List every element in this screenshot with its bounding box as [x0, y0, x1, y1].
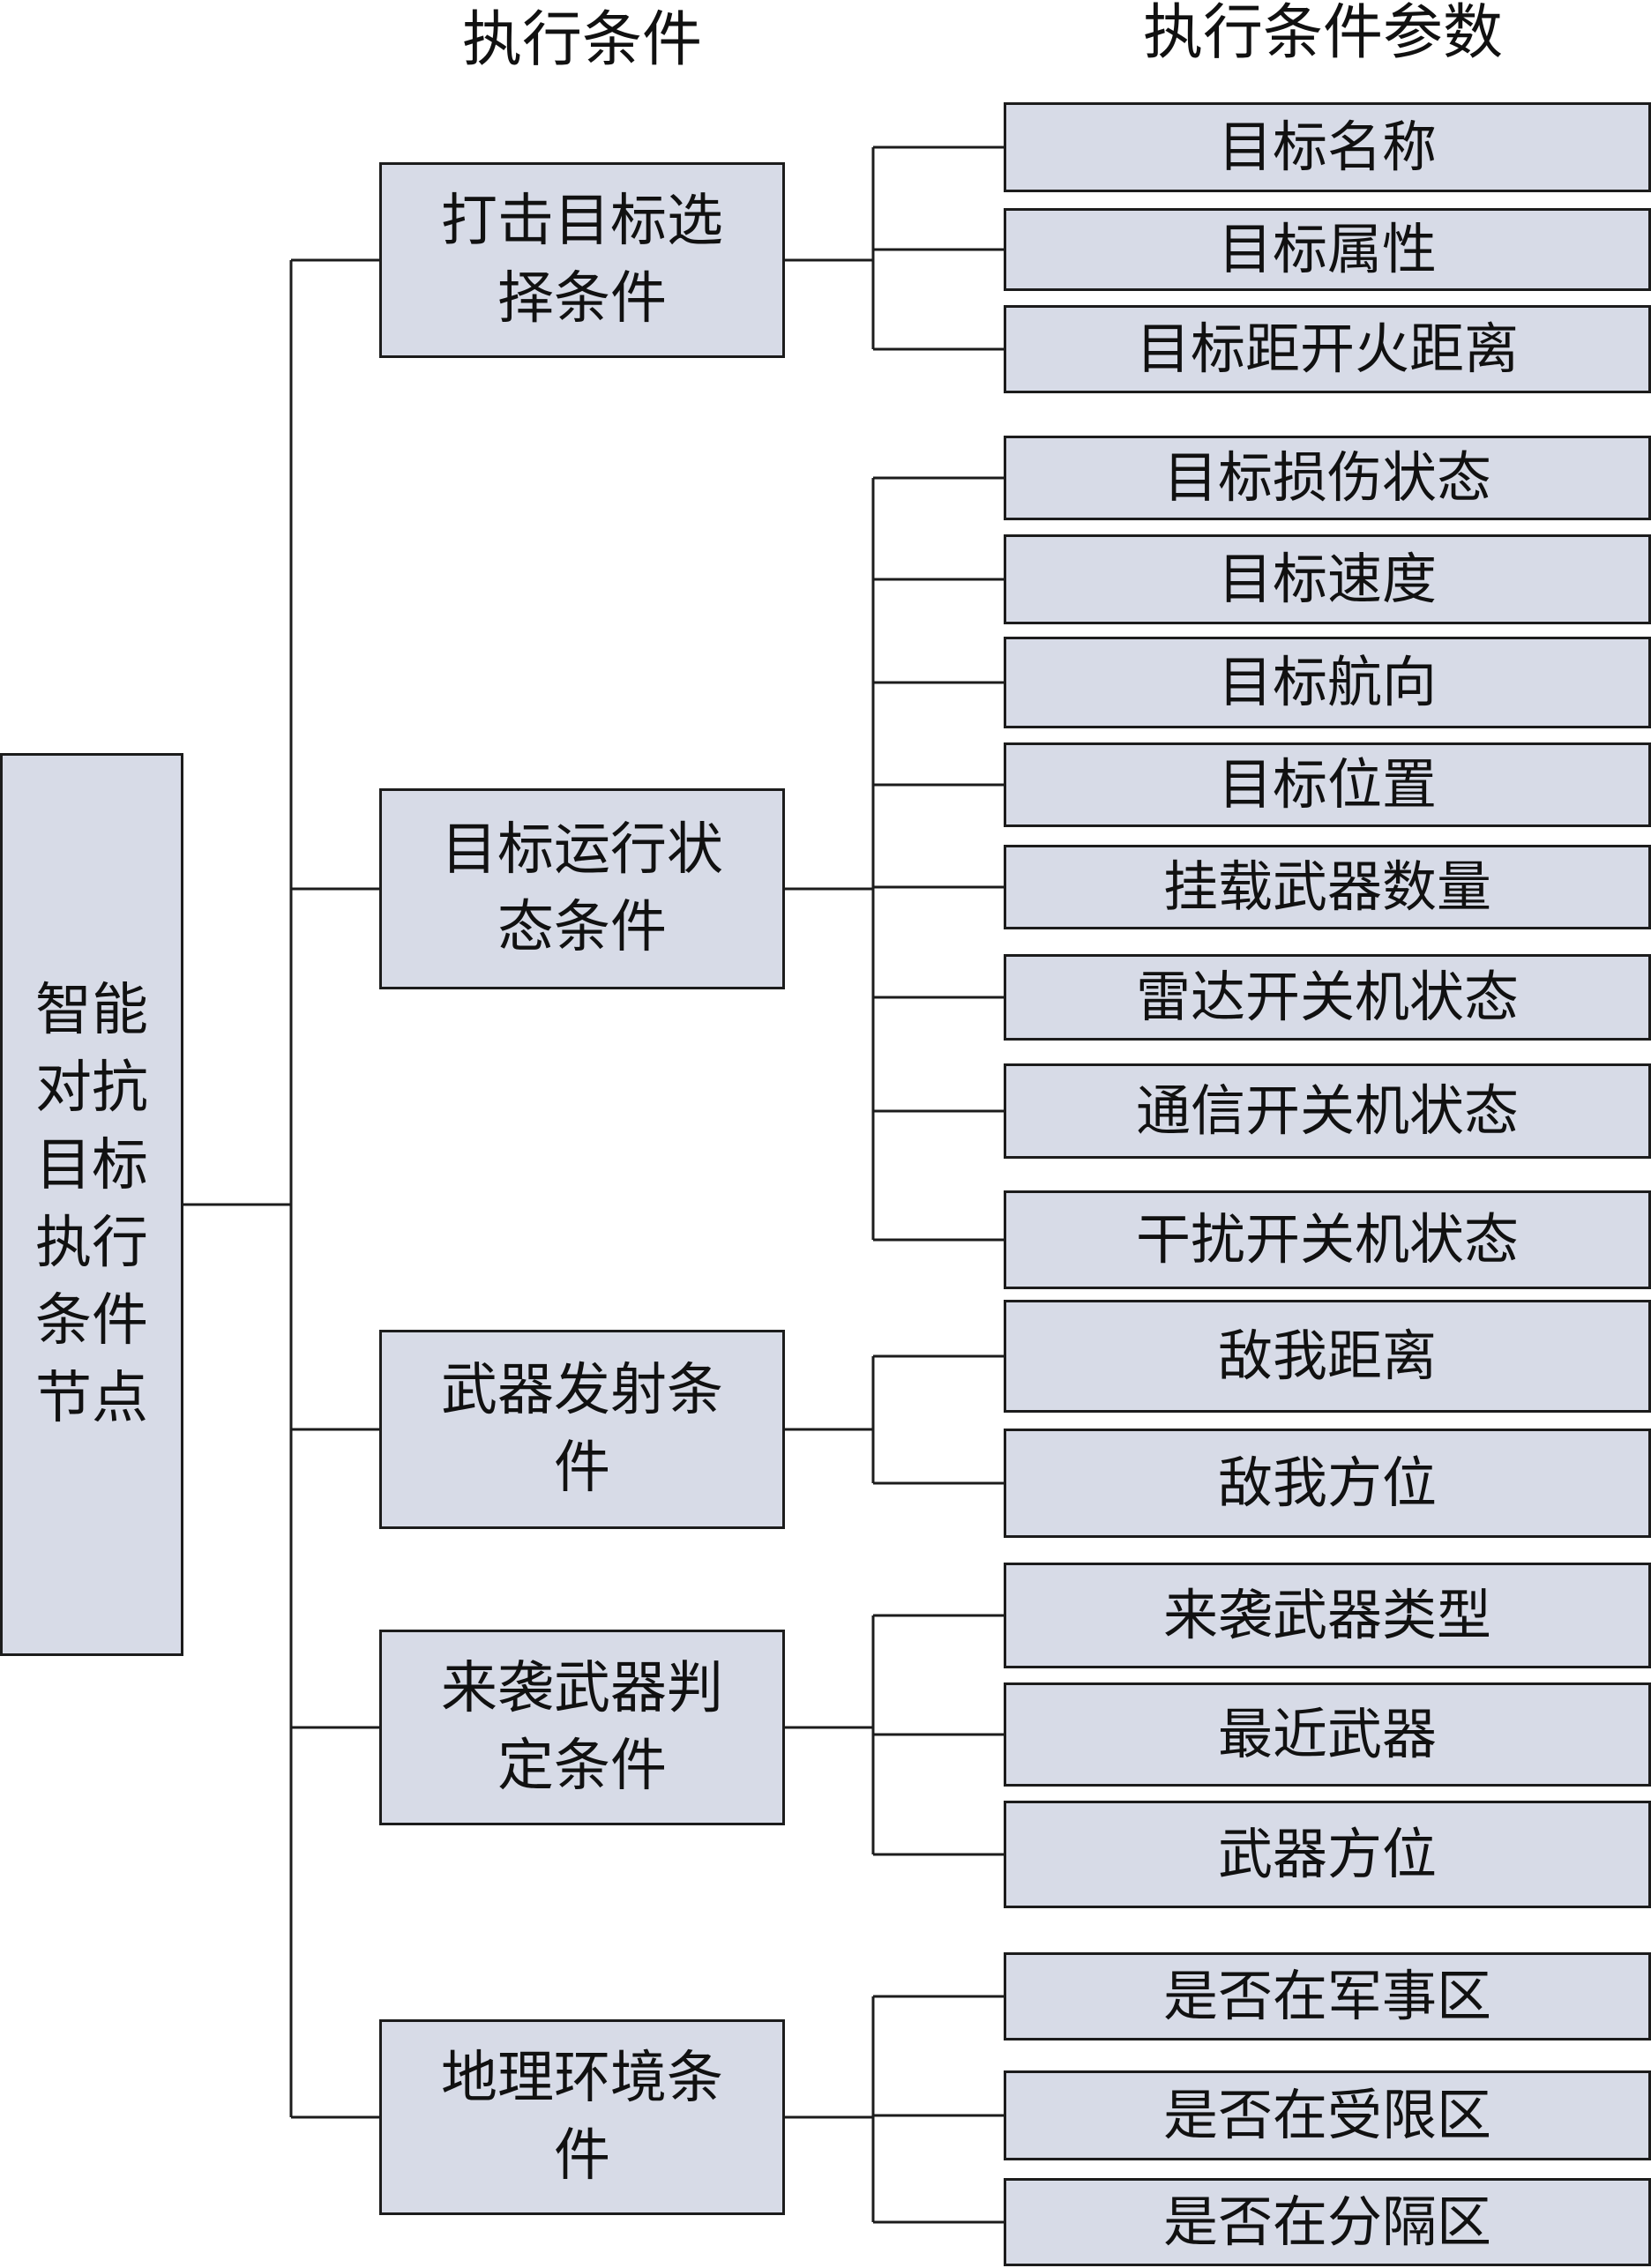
param-node: 目标属性	[1004, 208, 1651, 291]
header-parameters: 执行条件参数	[1142, 0, 1504, 68]
condition-node-2: 武器发射条件	[379, 1330, 785, 1529]
param-node: 雷达开关机状态	[1004, 954, 1651, 1041]
param-node: 是否在军事区	[1004, 1952, 1651, 2040]
param-node: 敌我距离	[1004, 1300, 1651, 1413]
param-node: 来袭武器类型	[1004, 1563, 1651, 1668]
param-node: 干扰开关机状态	[1004, 1190, 1651, 1289]
param-node: 目标损伤状态	[1004, 436, 1651, 520]
condition-node-4: 地理环境条件	[379, 2019, 785, 2215]
header-conditions: 执行条件	[461, 5, 703, 75]
param-node: 挂载武器数量	[1004, 845, 1651, 929]
param-node: 是否在分隔区	[1004, 2178, 1651, 2266]
param-node: 目标距开火距离	[1004, 305, 1651, 393]
param-node: 武器方位	[1004, 1801, 1651, 1908]
param-node: 目标位置	[1004, 742, 1651, 827]
param-node: 目标名称	[1004, 102, 1651, 192]
condition-node-3: 来袭武器判定条件	[379, 1630, 785, 1825]
param-node: 目标速度	[1004, 534, 1651, 624]
condition-node-0: 打击目标选择条件	[379, 162, 785, 358]
root-node: 智能对抗目标执行条件节点	[0, 753, 183, 1656]
condition-node-1: 目标运行状态条件	[379, 788, 785, 989]
param-node: 最近武器	[1004, 1682, 1651, 1787]
param-node: 通信开关机状态	[1004, 1063, 1651, 1159]
param-node: 目标航向	[1004, 637, 1651, 728]
param-node: 敌我方位	[1004, 1429, 1651, 1538]
param-node: 是否在受限区	[1004, 2070, 1651, 2160]
